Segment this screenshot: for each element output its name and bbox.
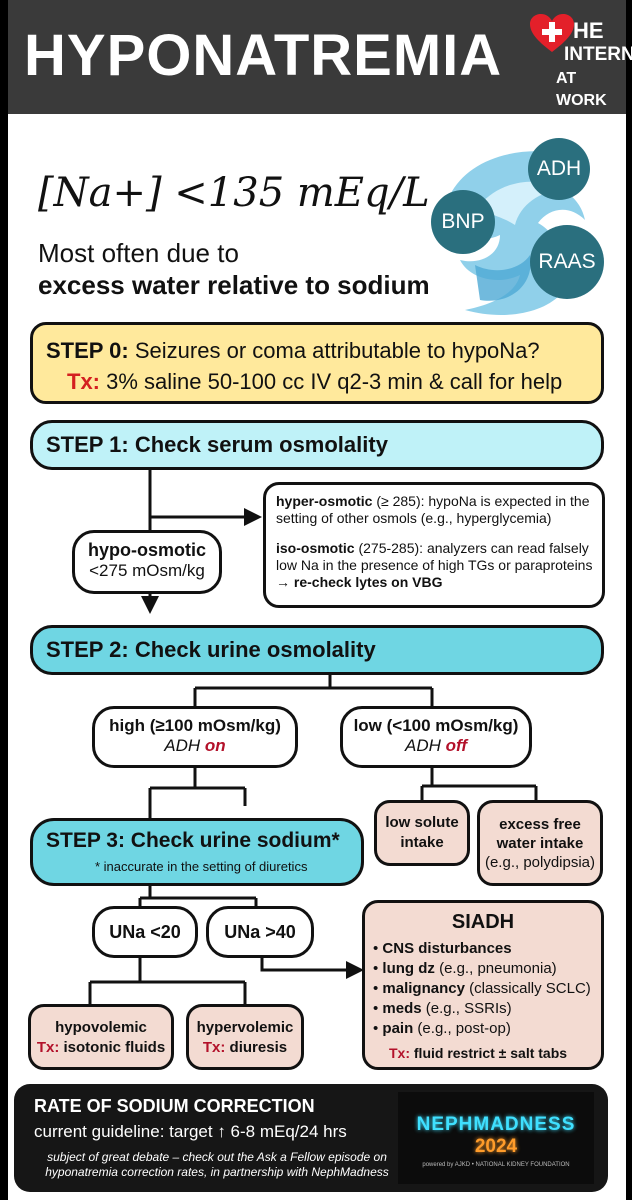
hypo-osmotic-title: hypo-osmotic <box>87 540 206 560</box>
hypovolemic-tx-label: Tx: <box>36 1039 60 1056</box>
hypervolemic-tx: Tx: diuresis <box>189 1038 301 1058</box>
high-urine-osm-box: high (≥100 mOsm/kg) ADH on <box>92 706 298 768</box>
footer-note-line1: subject of great debate – check out the … <box>47 1150 387 1164</box>
siadh-causes: • CNS disturbances • lung dz (e.g., pneu… <box>373 939 601 1039</box>
excess-water-line2: water intake <box>496 835 584 852</box>
una-high-box: UNa >40 <box>206 906 314 958</box>
siadh-box: SIADH • CNS disturbances • lung dz (e.g.… <box>362 900 604 1070</box>
siadh-tx-label: Tx: <box>389 1045 410 1061</box>
footer-note: subject of great debate – check out the … <box>22 1150 412 1180</box>
hypervolemic-tx-text: diuresis <box>225 1039 288 1056</box>
intro-line-1: Most often due to <box>38 238 239 268</box>
una-low-label: UNa <20 <box>109 921 181 942</box>
hypovolemic-tx-text: isotonic fluids <box>59 1039 166 1056</box>
low-osm-title: low (<100 mOsm/kg) <box>353 716 519 735</box>
step0-treatment: Tx: 3% saline 50-100 cc IV q2-3 min & ca… <box>67 369 562 395</box>
iso-osmotic-label: iso-osmotic <box>276 540 355 556</box>
hypo-osmotic-box: hypo-osmotic <275 mOsm/kg <box>72 530 222 594</box>
high-osm-adh: ADH on <box>95 736 295 756</box>
siadh-item: • lung dz (e.g., pneumonia) <box>373 960 557 977</box>
excess-water-box: excess free water intake (e.g., polydips… <box>477 800 603 886</box>
siadh-title: SIADH <box>451 911 515 933</box>
low-urine-osm-box: low (<100 mOsm/kg) ADH off <box>340 706 532 768</box>
footer-note-line2: hyponatremia correction rates, in partne… <box>45 1165 389 1179</box>
low-solute-box: low solute intake <box>374 800 470 866</box>
raas-bubble: RAAS <box>530 225 604 299</box>
step2-box: STEP 2: Check urine osmolality <box>30 625 604 675</box>
hypovolemic-tx: Tx: isotonic fluids <box>31 1038 171 1058</box>
siadh-item: • meds (e.g., SSRIs) <box>373 1000 512 1017</box>
hypovolemic-box: hypovolemic Tx: isotonic fluids <box>28 1004 174 1070</box>
step3-box: STEP 3: Check urine sodium* * inaccurate… <box>30 818 364 886</box>
excess-water-line3: (e.g., polydipsia) <box>484 854 596 871</box>
una-low-box: UNa <20 <box>92 906 198 958</box>
step0-question: STEP 0: Seizures or coma attributable to… <box>46 338 540 364</box>
badge-sponsors: powered by AJKD • NATIONAL KIDNEY FOUNDA… <box>422 1162 570 1168</box>
adh-bubble: ADH <box>528 138 590 200</box>
step1-box: STEP 1: Check serum osmolality <box>30 420 604 470</box>
hyper-osmotic-text: (≥ 285): hypoNa is expected in the setti… <box>276 493 590 526</box>
page-title: HYPONATREMIA <box>24 23 503 88</box>
siadh-treatment: Tx: fluid restrict ± salt tabs <box>389 1045 567 1061</box>
high-osm-title: high (≥100 mOsm/kg) <box>109 716 281 735</box>
badge-year: 2024 <box>474 1136 518 1157</box>
footer-title: RATE OF SODIUM CORRECTION <box>34 1096 315 1116</box>
hypo-osmotic-value: <275 mOsm/kg <box>89 561 205 580</box>
una-high-label: UNa >40 <box>224 921 296 942</box>
siadh-item: • pain (e.g., post-op) <box>373 1020 511 1037</box>
iso-osmotic-text: (275-285): analyzers can read falsely lo… <box>276 540 593 590</box>
excess-water-line1: excess free <box>499 816 581 833</box>
siadh-item: • malignancy (classically SCLC) <box>373 980 591 997</box>
step0-label: STEP 0: <box>46 338 129 363</box>
step0-box: STEP 0: Seizures or coma attributable to… <box>30 322 604 404</box>
iso-osmotic-note: iso-osmotic (275-285): analyzers can rea… <box>276 540 598 591</box>
other-osmotic-box: hyper-osmotic (≥ 285): hypoNa is expecte… <box>263 482 605 608</box>
step2-label: STEP 2: Check urine osmolality <box>46 637 376 662</box>
hypervolemic-title: hypervolemic <box>196 1019 294 1036</box>
badge-title: NEPHMADNESS <box>416 1114 576 1135</box>
siadh-tx-text: fluid restrict ± salt tabs <box>410 1045 568 1061</box>
bnp-bubble: BNP <box>431 190 495 254</box>
hypervolemic-box: hypervolemic Tx: diuresis <box>186 1004 304 1070</box>
hypovolemic-title: hypovolemic <box>55 1019 147 1036</box>
step0-tx-label: Tx: <box>67 369 100 394</box>
step3-note: * inaccurate in the setting of diuretics <box>95 859 308 874</box>
step3-label: STEP 3: Check urine sodium* <box>46 829 340 852</box>
iso-osmotic-action: re-check lytes on VBG <box>293 574 443 590</box>
siadh-item: • CNS disturbances <box>373 940 512 957</box>
nephmadness-badge: NEPHMADNESS 2024 powered by AJKD • NATIO… <box>398 1092 594 1184</box>
hyper-osmotic-label: hyper-osmotic <box>276 493 373 509</box>
adh-on-state: on <box>204 736 226 755</box>
high-osm-adh-label: ADH <box>164 736 205 755</box>
adh-off-state: off <box>445 736 468 755</box>
low-osm-adh: ADH off <box>343 736 529 756</box>
hyper-osmotic-note: hyper-osmotic (≥ 285): hypoNa is expecte… <box>276 493 598 527</box>
footer-guideline: current guideline: target ↑ 6-8 mEq/24 h… <box>34 1122 347 1141</box>
correction-rate-footer: RATE OF SODIUM CORRECTION current guidel… <box>14 1084 608 1192</box>
heart-plus-icon <box>530 14 574 52</box>
low-osm-adh-label: ADH <box>404 736 446 755</box>
low-solute-line2: intake <box>400 834 444 851</box>
step1-label: STEP 1: Check serum osmolality <box>46 432 388 457</box>
step0-text: Seizures or coma attributable to hypoNa? <box>134 338 540 363</box>
sodium-threshold: [Na+] <135 mEq/L <box>38 170 430 216</box>
hypervolemic-tx-label: Tx: <box>202 1039 226 1056</box>
logo-text-3: AT WORK <box>556 70 607 109</box>
logo-text-2: INTERN <box>564 44 632 65</box>
step0-tx-text: 3% saline 50-100 cc IV q2-3 min & call f… <box>106 369 563 394</box>
header-bar <box>8 0 626 114</box>
low-solute-line1: low solute <box>385 814 459 831</box>
logo-text-1: HE <box>573 18 604 43</box>
intro-line-2: excess water relative to sodium <box>38 270 430 300</box>
